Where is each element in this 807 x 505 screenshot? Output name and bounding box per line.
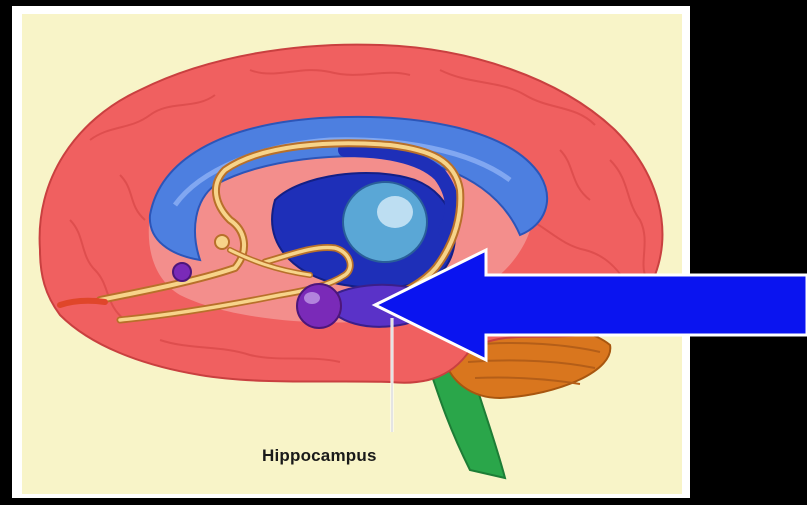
septal-nucleus — [173, 263, 191, 281]
amygdala-highlight — [304, 292, 320, 304]
hippocampus-label: Hippocampus — [262, 446, 377, 466]
amygdala — [297, 284, 341, 328]
caudate-highlight — [377, 196, 413, 228]
mammillary-body — [215, 235, 229, 249]
